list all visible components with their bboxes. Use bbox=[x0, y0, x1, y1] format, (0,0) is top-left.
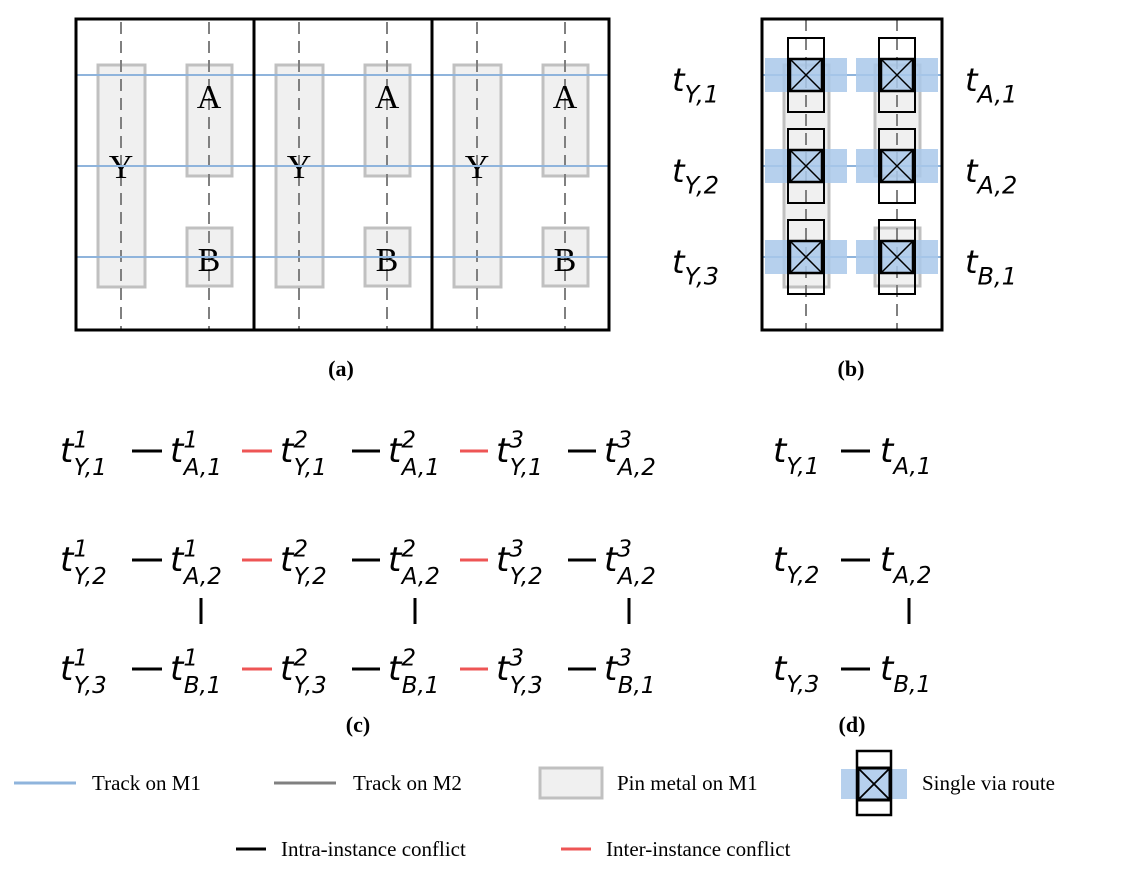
panel-b: tY,1 tY,2 tY,3 tA,1 tA,2 tB,1 (b) bbox=[672, 17, 1017, 381]
cell-instance-1: Y A B bbox=[96, 22, 234, 330]
pin-label-y: Y bbox=[109, 149, 134, 186]
pin-label-a: A bbox=[553, 79, 578, 116]
via-route bbox=[765, 37, 847, 113]
legend-swatch-pin-metal bbox=[538, 766, 604, 800]
access-point-term: tA,1 bbox=[965, 61, 1017, 109]
access-point-term: tY,2 bbox=[773, 540, 819, 589]
cell-instance-3: Y A B bbox=[452, 22, 590, 330]
access-point-term: tA,2 bbox=[965, 152, 1017, 200]
access-point-term: tY,3 bbox=[672, 243, 719, 291]
via-route bbox=[856, 37, 938, 113]
cell-boundary bbox=[760, 17, 944, 332]
via-route bbox=[765, 219, 847, 295]
access-point-term: tY,2 bbox=[672, 152, 719, 200]
via-route bbox=[765, 128, 847, 204]
legend-label-inter: Inter-instance conflict bbox=[606, 837, 791, 861]
panel-label-d: (d) bbox=[839, 712, 866, 737]
access-point-term: tB,1 bbox=[880, 649, 931, 698]
pin-label-b: B bbox=[554, 242, 577, 279]
legend-label-single-via: Single via route bbox=[922, 771, 1055, 795]
via-route bbox=[856, 128, 938, 204]
pin-label-a: A bbox=[375, 79, 400, 116]
access-point-labels: tY,1 tY,2 tY,3 tA,1 tA,2 tB,1 bbox=[672, 61, 1017, 291]
panel-d-conflict-graph: tY,1 tA,1 tY,2 tA,2 tY,3 tB,1 bbox=[773, 431, 931, 698]
access-point-term: tY,3 bbox=[773, 649, 819, 698]
cell-boundary bbox=[74, 17, 611, 332]
legend-label-m2-track: Track on M2 bbox=[353, 771, 462, 795]
legend: Track on M1 Track on M2 Pin metal on M1 … bbox=[14, 749, 1055, 861]
pin-label-b: B bbox=[198, 242, 221, 279]
legend-label-pin-metal: Pin metal on M1 bbox=[617, 771, 758, 795]
pin-label-b: B bbox=[376, 242, 399, 279]
pin-label-a: A bbox=[197, 79, 222, 116]
access-point-term: tY,1 bbox=[672, 61, 719, 109]
panel-label-c: (c) bbox=[346, 712, 370, 737]
pin-label-y: Y bbox=[465, 149, 490, 186]
panel-label-a: (a) bbox=[328, 356, 354, 381]
access-point-term: tB,1 bbox=[965, 243, 1017, 291]
access-point-term: tA,2 bbox=[880, 540, 931, 589]
access-point-term: tA,1 bbox=[880, 431, 931, 480]
cell-instance-2: Y A B bbox=[274, 22, 412, 330]
via-route bbox=[856, 219, 938, 295]
legend-label-m1-track: Track on M1 bbox=[92, 771, 201, 795]
pin-label-y: Y bbox=[287, 149, 312, 186]
panel-label-b: (b) bbox=[838, 356, 865, 381]
legend-swatch-single-via bbox=[841, 749, 907, 817]
legend-label-intra: Intra-instance conflict bbox=[281, 837, 466, 861]
panel-a: Y A B Y A B Y A B bbox=[74, 17, 611, 381]
access-point-term: tY,1 bbox=[773, 431, 819, 480]
via-routes bbox=[765, 37, 938, 295]
